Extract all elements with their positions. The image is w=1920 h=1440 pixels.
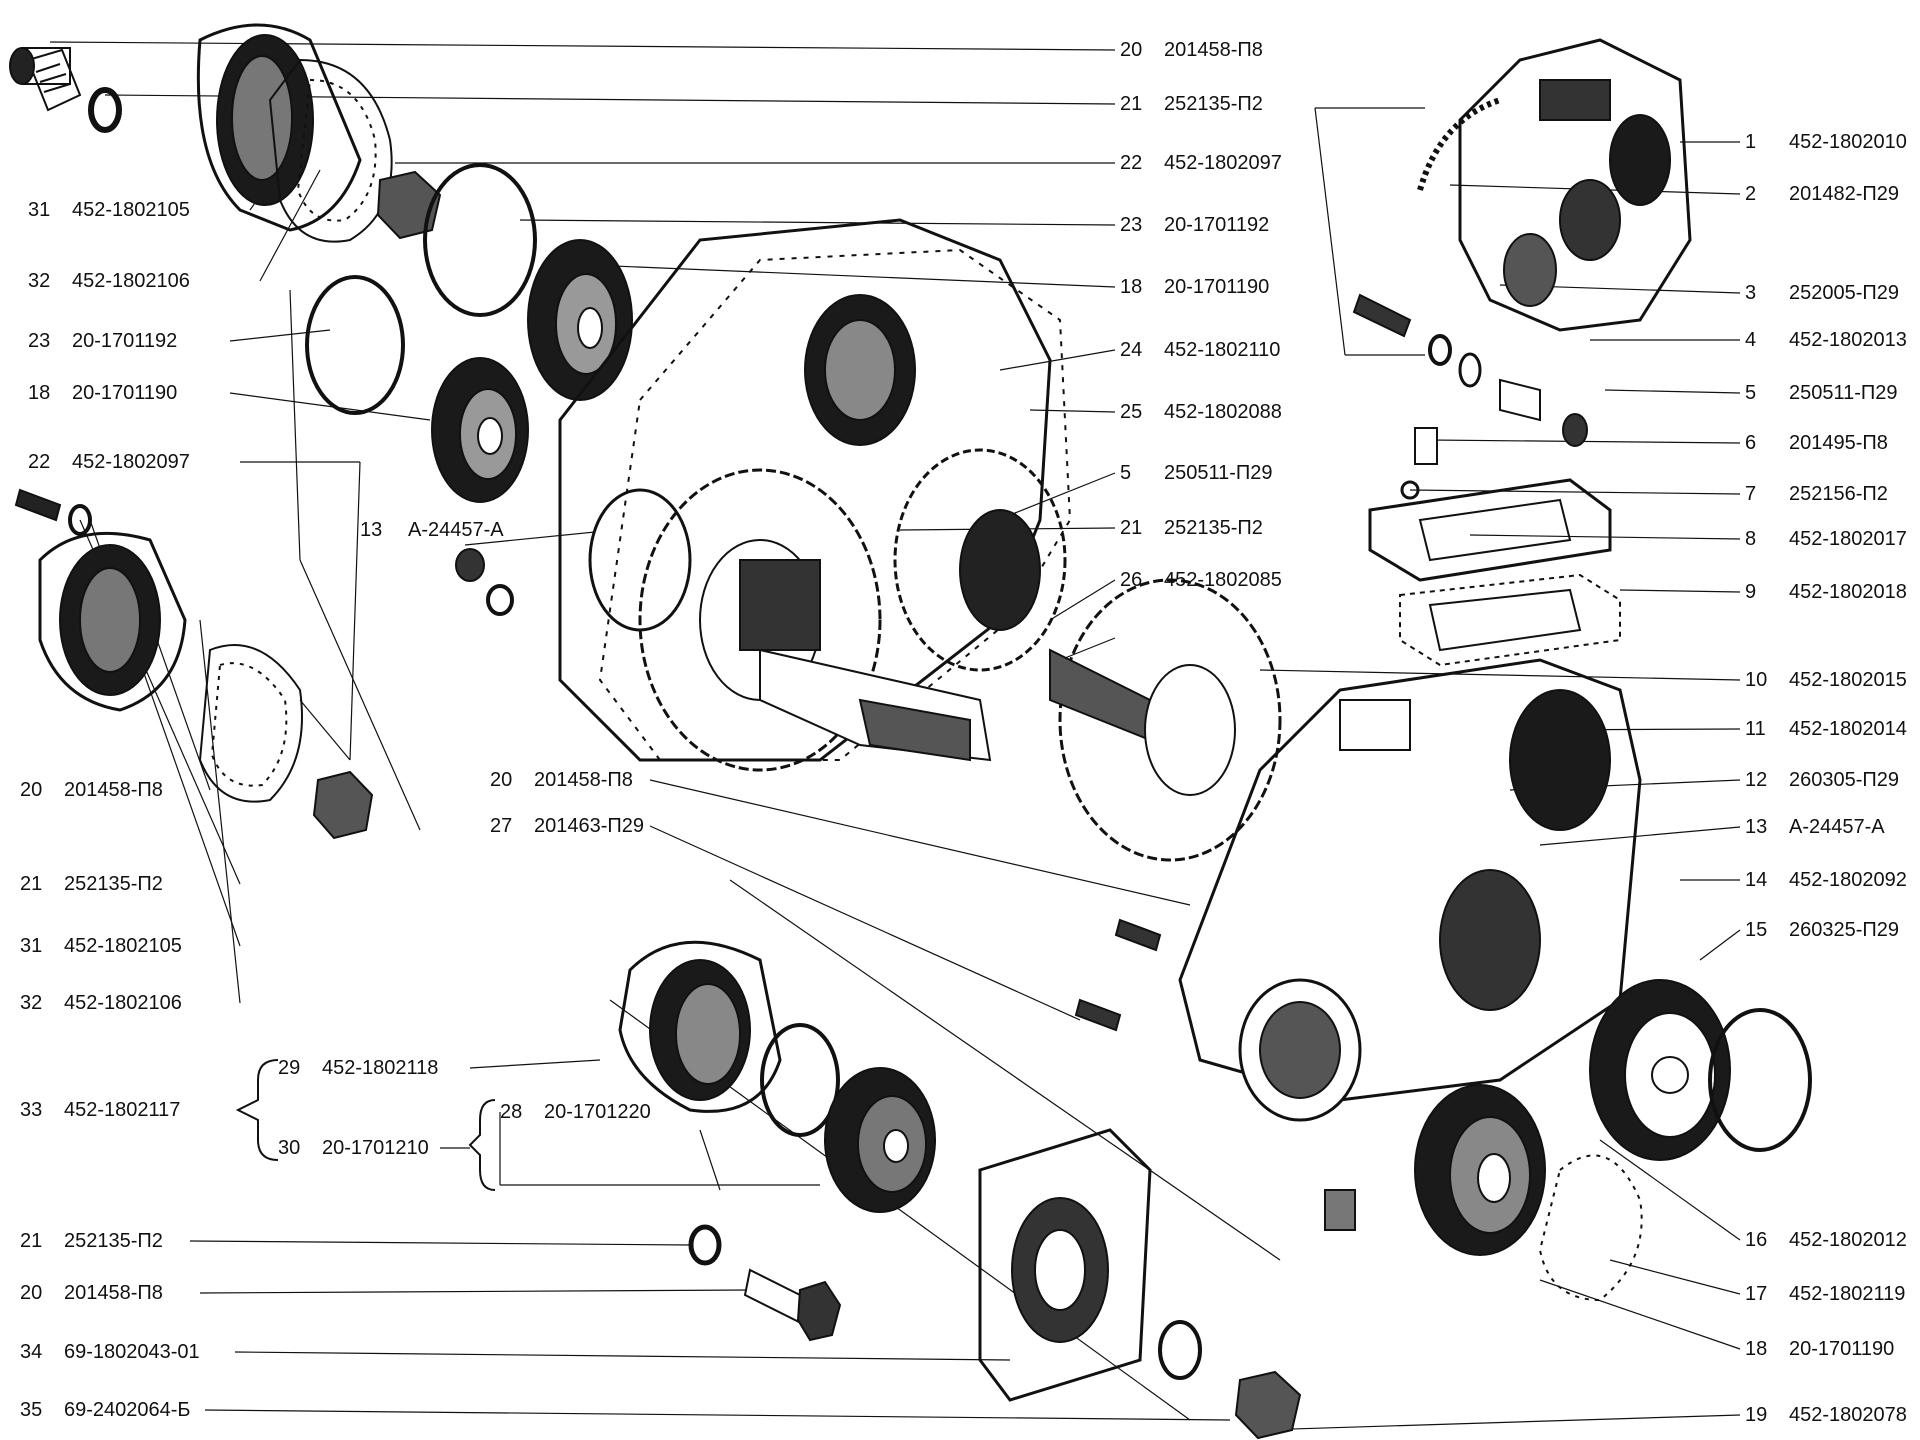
- nut-19: [1236, 1372, 1300, 1438]
- gasket-17: [1540, 1155, 1642, 1300]
- bolt-3-right: [1354, 295, 1480, 386]
- washer-21-bottom: [691, 1227, 719, 1263]
- cover-8: [1370, 480, 1610, 580]
- bolts-20-27-center: [1076, 920, 1160, 1030]
- bearing-28: [825, 1068, 935, 1212]
- nut-22-left: [314, 772, 372, 838]
- bearing-18-right: [1415, 1085, 1545, 1255]
- cover-31-top-left: [198, 25, 360, 230]
- case-main-11: [1180, 660, 1640, 1120]
- gasket-9: [1400, 575, 1620, 665]
- gasket-32-left: [200, 645, 302, 802]
- snap-ring-23-left: [307, 277, 403, 413]
- bracket-28-30: [468, 1099, 496, 1191]
- washer-21-top-left: [91, 90, 119, 130]
- callout-13-center: А-24457-А: [408, 519, 504, 541]
- snap-ring-30: [762, 1025, 838, 1135]
- gasket-24: [600, 250, 1070, 760]
- callout-13-left: 13: [360, 519, 383, 541]
- snap-ring-23-top: [425, 165, 535, 315]
- chain-2: [1420, 100, 1500, 190]
- bolt-20-left: [16, 490, 90, 534]
- gear-25: [640, 470, 880, 770]
- bracket-33: [235, 1059, 279, 1161]
- plug-12: [1325, 1190, 1355, 1230]
- snap-ring-15: [1710, 1010, 1810, 1150]
- cover-31-left: [40, 533, 185, 710]
- nuts-small-center: [456, 549, 512, 614]
- bolt-20-bottom: [745, 1270, 840, 1340]
- housing-29: [620, 942, 780, 1111]
- case-half-24: [560, 220, 1050, 760]
- pto-housing-1: [1460, 40, 1690, 330]
- gear-5: [895, 450, 1065, 670]
- nut-22-top: [378, 172, 440, 238]
- washer-35: [1160, 1322, 1200, 1378]
- gear-26: [1050, 580, 1280, 860]
- bearing-14: [1590, 980, 1730, 1160]
- bolt-20-top-left: [10, 48, 80, 110]
- bearing-18-left: [432, 358, 528, 502]
- shaft-10: [760, 650, 990, 760]
- sleeve-4: [1500, 380, 1587, 446]
- plug-6: [1402, 428, 1437, 498]
- bearing-18-top: [528, 240, 632, 400]
- flange-34: [980, 1130, 1150, 1400]
